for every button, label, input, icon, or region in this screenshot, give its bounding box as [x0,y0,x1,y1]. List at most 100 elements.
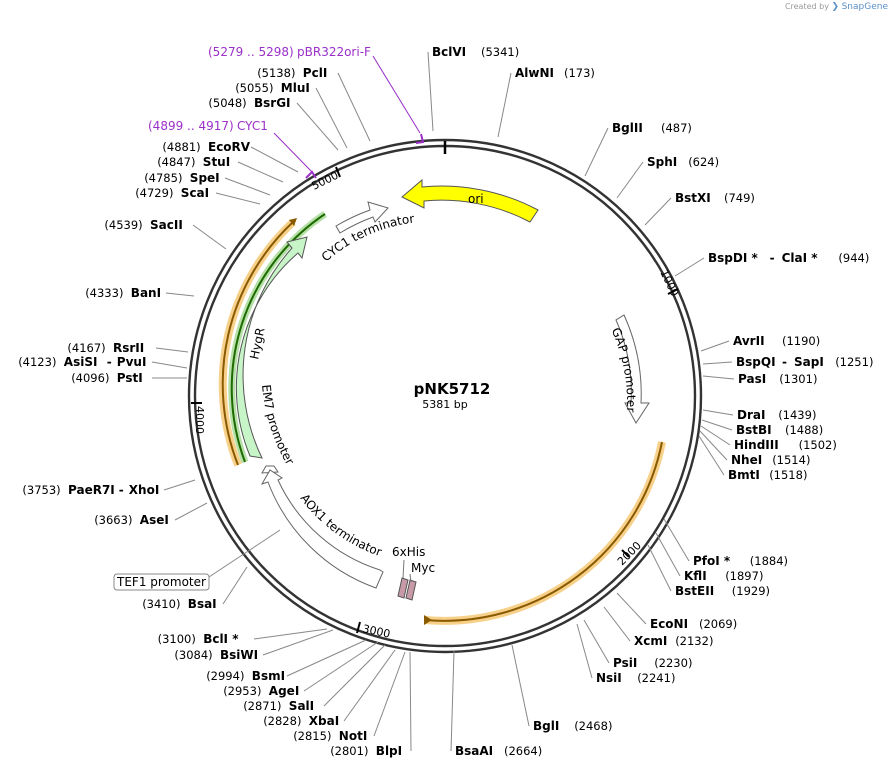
site-left-12[interactable]: AsiSI-PvuI(4123) [18,355,188,369]
credit-brand: SnapGene [841,2,888,12]
site-right-5[interactable]: BspDI *-ClaI *(944) [674,251,869,277]
site-leader [215,192,261,205]
site-left-17[interactable]: SpeI(4785) [144,171,271,196]
site-left-18[interactable]: StuI(4847) [157,155,284,183]
site-leader [584,127,609,177]
site-left-0[interactable]: BlpI(2801) [330,651,412,758]
site-left-20[interactable]: BsrGI(5048) [208,96,339,151]
site-left-2[interactable]: XbaI(2828) [263,649,396,728]
enzyme-position: (2994) [206,669,244,683]
site-left-16[interactable]: ScaI(4729) [135,186,261,205]
hygr-label: HygR [247,326,267,360]
site-right-15[interactable]: KflI(1897) [655,532,763,583]
site-left-5[interactable]: BsmI(2994) [206,639,367,683]
enzyme-name: PclI [303,66,328,80]
orf-arc-right-arrowhead [424,615,432,625]
orf-arc-right[interactable] [424,441,663,622]
enzyme-position: (1439) [778,408,816,422]
enzyme-name-2: PvuI [117,355,147,369]
site-left-22[interactable]: PclI (5138) [257,66,371,142]
enzyme-name: BglII [612,121,643,135]
site-right-20[interactable]: NsiI(2241) [576,623,675,685]
enzyme-position: (5055) [235,81,273,95]
site-left-7[interactable]: BclI *(3100) [158,628,328,646]
site-right-2[interactable]: BglII(487) [584,121,692,177]
restriction-sites: BclVI(5341)AlwNI(173)BglII(487)SphI(624)… [18,45,873,758]
enzyme-position: (2953) [223,684,261,698]
site-right-21[interactable]: BglI(2468) [511,644,612,733]
tick-1000 [667,288,679,295]
site-left-13[interactable]: RsrII(4167) [67,341,189,355]
tef1-promoter-box[interactable] [113,573,210,591]
hygr-orf-arc[interactable] [230,213,326,463]
em7-promoter-label: EM7 promoter [259,384,297,467]
site-left-4[interactable]: AgeI(2953) [223,641,379,698]
site-left-10[interactable]: PaeR7I-XhoI(3753) [22,479,196,497]
site-right-11[interactable]: HindIII(1502) [700,425,837,452]
site-leader [616,592,647,625]
myc-feature[interactable] [405,579,417,601]
site-leader [315,87,348,149]
enzyme-name: BsaAI [455,744,493,758]
enzyme-position: (1502) [799,438,837,452]
site-right-16[interactable]: BstEII(1929) [647,544,770,598]
enzyme-position: (1190) [782,334,820,348]
site-left-14[interactable]: BanI(4333) [85,286,195,300]
site-leader [511,644,530,727]
tef1-promoter-label: TEF1 promoter [116,575,206,589]
site-leader [151,361,188,369]
site-right-4[interactable]: BstXI(749) [644,191,755,226]
tef1-leader [208,529,281,578]
site-leader [450,650,455,752]
enzyme-name: SphI [647,155,677,169]
site-right-3[interactable]: SphI(624) [616,155,719,199]
6xhis-feature[interactable] [397,577,409,599]
site-left-6[interactable]: BsiWI(3084) [174,629,334,662]
site-leader [702,409,734,416]
enzyme-name: EcoNI [650,617,688,631]
tick-5000 [335,166,341,178]
primer-cyc1-name: CYC1 [237,119,268,133]
hygr-feature[interactable] [235,236,308,459]
site-right-6[interactable]: AvrII(1190) [700,334,820,352]
site-right-9[interactable]: DraI(1439) [702,408,816,422]
aox1-terminator-feature[interactable] [260,469,384,589]
enzyme-name: AsiSI [64,355,98,369]
site-right-22[interactable]: BsaAI(2664) [450,650,542,758]
enzyme-name: BsaI [188,597,217,611]
site-leader [237,161,284,183]
site-left-19[interactable]: EcoRV(4881) [162,140,299,173]
site-right-14[interactable]: PfoI *(1884) [663,518,788,568]
myc-label: Myc [411,561,435,575]
site-left-11[interactable]: PstI(4096) [71,371,187,385]
gap-promoter-feature[interactable] [615,314,650,424]
site-right-18[interactable]: XcmI(2132) [603,606,713,648]
site-left-1[interactable]: NotI(2815) [293,651,406,743]
site-right-19[interactable]: PsiI(2230) [583,619,692,670]
site-leader [303,641,379,692]
site-right-10[interactable]: BstBI(1488) [701,419,823,437]
site-right-13[interactable]: BmtI(1518) [698,435,807,482]
enzyme-position: (2132) [675,634,713,648]
enzyme-position: (5138) [257,66,295,80]
enzyme-position: (2468) [574,719,612,733]
site-left-9[interactable]: AseI(3663) [94,502,208,527]
site-left-21[interactable]: MluI(5055) [235,81,348,149]
site-right-0[interactable]: BclVI(5341) [427,45,519,132]
site-leader [174,502,208,521]
site-left-15[interactable]: SacII(4539) [104,218,227,250]
site-right-7[interactable]: BspQI-SapI(1251) [702,355,873,369]
site-left-3[interactable]: SalI(2871) [243,644,386,713]
enzyme-position: (2871) [243,699,281,713]
cyc1-terminator-feature[interactable] [335,201,389,234]
orf-arc-left[interactable] [221,221,294,466]
site-right-1[interactable]: AlwNI(173) [497,66,595,138]
site-right-17[interactable]: EcoNI(2069) [616,592,737,631]
enzyme-name-2: ClaI * [782,251,819,265]
ori-feature[interactable] [401,178,539,223]
site-left-8[interactable]: BsaI(3410) [142,566,248,611]
site-right-12[interactable]: NheI(1514) [699,430,810,467]
enzyme-position: (4729) [135,186,173,200]
site-leader [700,340,730,352]
site-right-8[interactable]: PasI(1301) [702,372,817,386]
